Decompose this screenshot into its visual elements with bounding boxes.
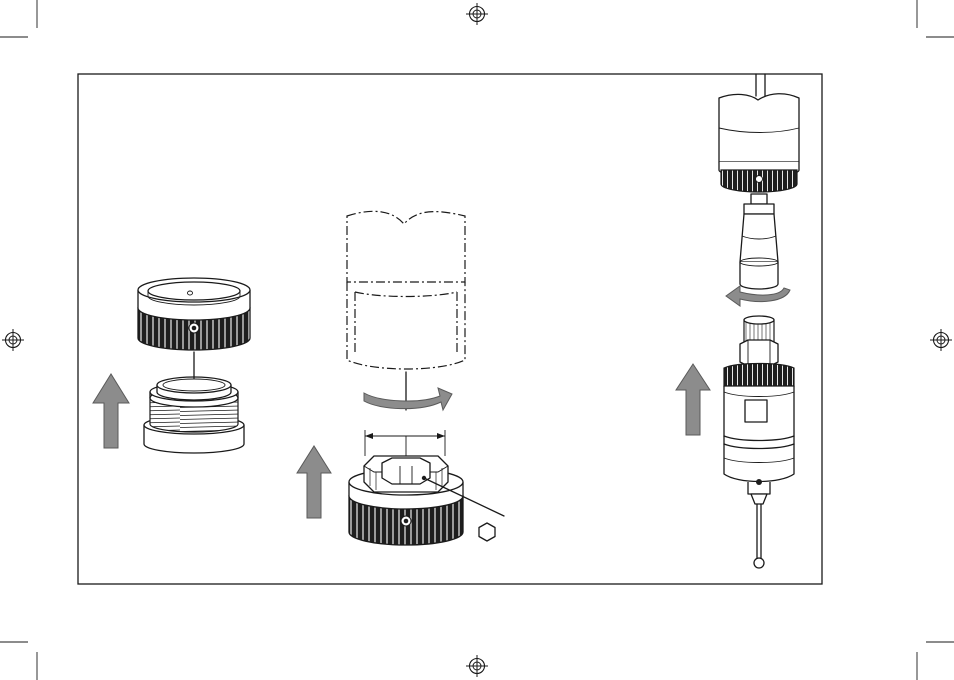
up-arrow-icon [93,374,129,448]
phantom-tool-holder [347,211,465,282]
stylus-ball [754,558,764,568]
knurled-ring [138,278,250,350]
panel-tool-insertion [297,211,504,545]
panel-ring-assembly [93,278,250,453]
probe-body [724,364,794,387]
crosshair-registration-icon [930,329,952,351]
threaded-adapter [144,377,244,453]
crosshair-registration-icon [466,3,488,25]
up-arrow-icon [676,364,710,435]
probe-stylus [757,504,761,560]
crosshair-registration-icon [2,329,24,351]
hexagon-icon [479,523,495,541]
crosshair-registration-icon [466,655,488,677]
panel-probe-assembly [676,74,799,568]
curved-rotation-arrow-icon [364,388,452,410]
knurled-nut [349,456,463,545]
up-arrow-icon [297,446,331,518]
